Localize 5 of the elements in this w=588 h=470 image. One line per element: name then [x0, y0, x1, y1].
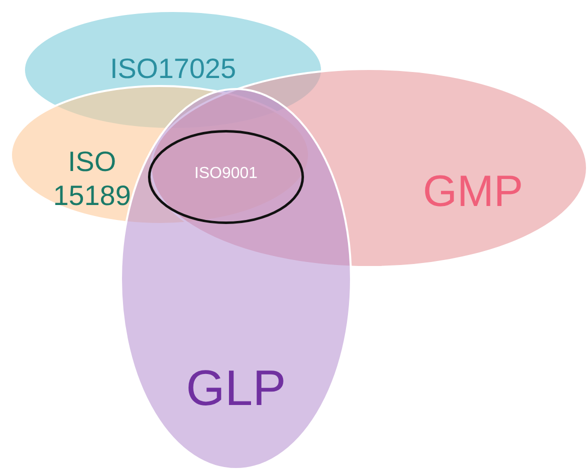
set-label: GLP [184, 359, 288, 418]
set-label: GMP [422, 166, 524, 218]
set-label: ISO9001 [193, 164, 259, 184]
set-label: ISO17025 [108, 52, 238, 86]
set-label: ISO 15189 [52, 145, 132, 212]
